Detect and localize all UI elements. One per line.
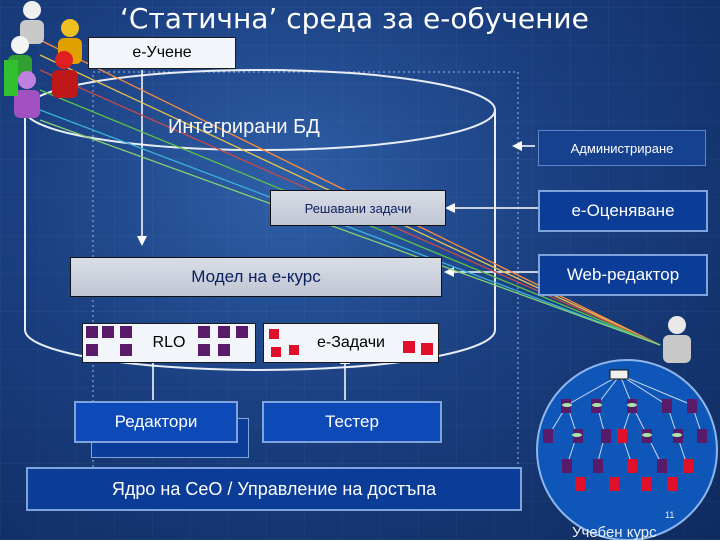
slide-title: ‘Статична’ среда за е-обучение (120, 2, 640, 35)
administration-box[interactable]: Администриране (538, 130, 706, 166)
page-number: 11 (665, 510, 674, 520)
core-access-box: Ядро на СеО / Управление на достъпа (26, 467, 522, 511)
editors-box[interactable]: Редактори (74, 401, 238, 443)
solved-tasks-box: Решавани задачи (270, 190, 446, 226)
rlo-squares (82, 323, 254, 361)
assessment-box[interactable]: е-Оценяване (538, 190, 708, 232)
web-editor-box[interactable]: Web-редактор (538, 254, 708, 296)
tester-box[interactable]: Тестер (262, 401, 442, 443)
course-tree (537, 365, 717, 520)
course-label: Учебен курс (572, 524, 657, 541)
db-label-integrated: Интегрирани БД (168, 116, 320, 138)
etasks-squares (263, 323, 437, 361)
learner-box: е-Учене (88, 37, 236, 69)
db-label: Интегрирани БД (168, 116, 368, 146)
learners-icon (2, 0, 102, 135)
teacher-icon (655, 315, 705, 365)
course-model-box: Модел на е-курс (70, 257, 442, 297)
